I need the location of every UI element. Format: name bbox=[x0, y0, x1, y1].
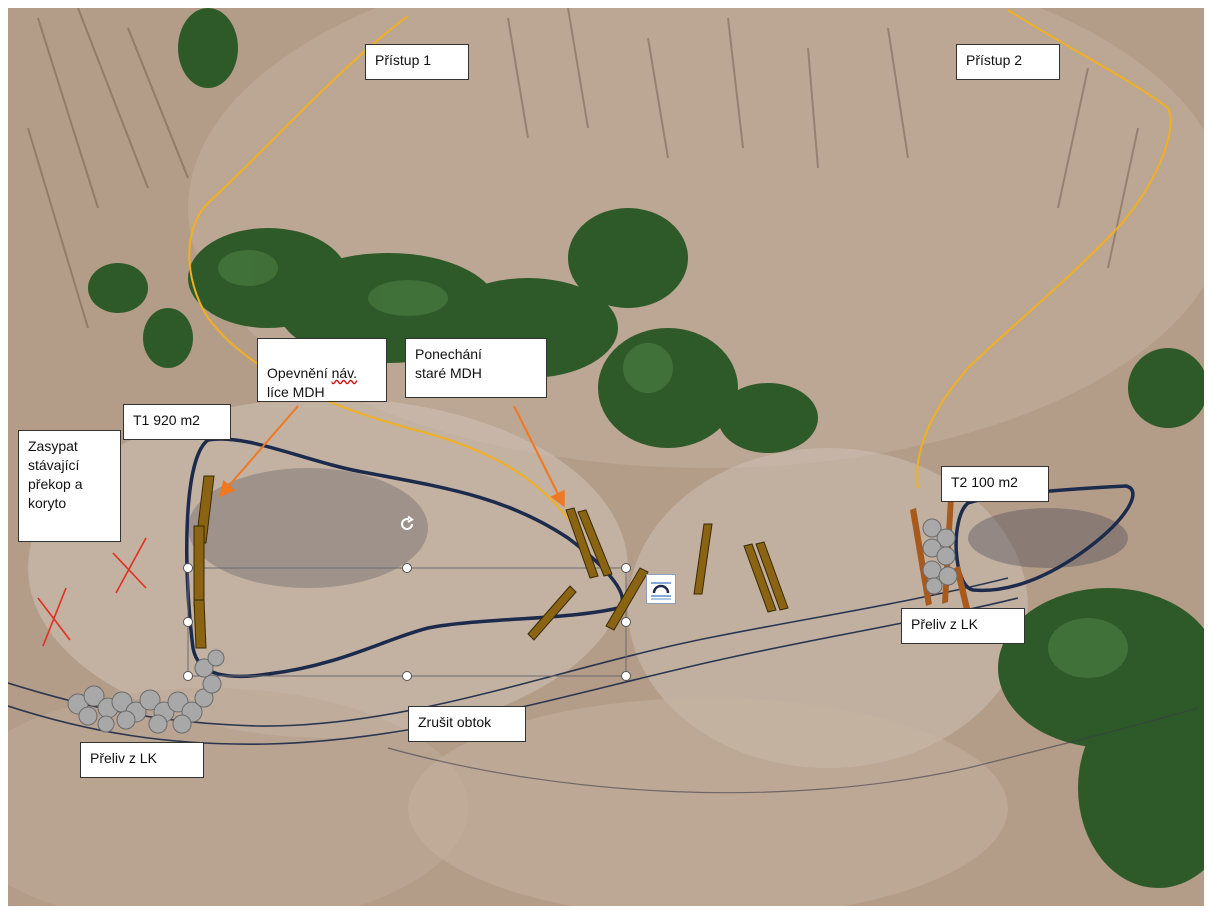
access-route-1 bbox=[188, 15, 589, 549]
conifer-highlights bbox=[218, 250, 1128, 678]
cross-mark-icon bbox=[37, 537, 147, 647]
selection-handle[interactable] bbox=[183, 617, 193, 627]
selection-handle[interactable] bbox=[183, 671, 193, 681]
label-zasypat: Zasypat stávající překop a koryto bbox=[18, 430, 121, 542]
stream-line bbox=[387, 707, 1199, 794]
callout-arrow bbox=[513, 405, 565, 508]
label-opevneni-part2: líce MDH bbox=[267, 384, 325, 400]
map-canvas: Přístup 1 Přístup 2 Opevnění náv. líce MD… bbox=[8, 8, 1204, 906]
label-opevneni: Opevnění náv. líce MDH bbox=[257, 338, 387, 402]
layout-options-icon[interactable] bbox=[646, 574, 676, 604]
selection-handle[interactable] bbox=[621, 617, 631, 627]
label-opevneni-wavy: náv. bbox=[331, 365, 358, 381]
access-route-2 bbox=[916, 9, 1172, 489]
callout-arrow bbox=[218, 405, 299, 498]
selection-handle[interactable] bbox=[402, 563, 412, 573]
stream-line bbox=[8, 577, 1009, 727]
wet-ground bbox=[968, 508, 1128, 568]
label-preliv-right: Přeliv z LK bbox=[901, 608, 1025, 644]
stone-pile-icon bbox=[67, 518, 958, 734]
tree-trunks bbox=[27, 8, 1139, 329]
wet-ground bbox=[188, 468, 428, 588]
label-ponechani: Ponechání staré MDH bbox=[405, 338, 547, 398]
pond-t1-outline bbox=[185, 437, 625, 679]
selection-handle[interactable] bbox=[621, 563, 631, 573]
conifer-stand bbox=[88, 8, 1204, 888]
aerial-photo bbox=[8, 8, 1204, 906]
rotate-icon[interactable] bbox=[397, 514, 417, 534]
label-pristup-1: Přístup 1 bbox=[365, 44, 469, 80]
selection-handle[interactable] bbox=[402, 671, 412, 681]
label-preliv-left: Přeliv z LK bbox=[80, 742, 204, 778]
label-opevneni-part1: Opevnění bbox=[267, 365, 332, 381]
label-zrusit-obtok: Zrušit obtok bbox=[408, 706, 526, 742]
label-t1: T1 920 m2 bbox=[123, 404, 231, 440]
selection-handle[interactable] bbox=[621, 671, 631, 681]
label-t2: T2 100 m2 bbox=[941, 466, 1049, 502]
label-pristup-2: Přístup 2 bbox=[956, 44, 1060, 80]
selection-handle[interactable] bbox=[183, 563, 193, 573]
bare-trees-area bbox=[408, 698, 1008, 906]
log-structure-icon bbox=[193, 475, 789, 649]
